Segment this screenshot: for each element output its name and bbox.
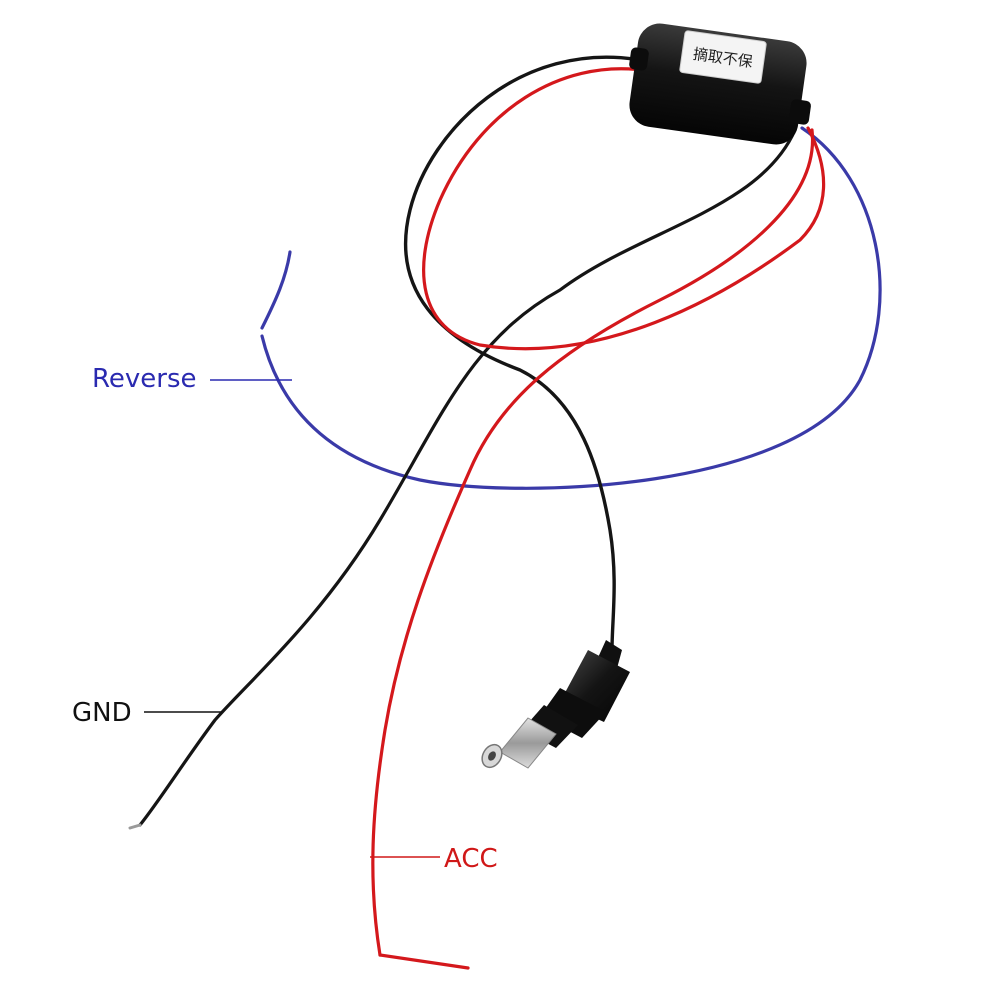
acc-label: ACC: [444, 844, 498, 874]
reverse-wire-tip: [260, 250, 292, 330]
acc-wire: [371, 128, 815, 957]
reverse-wire: [260, 126, 882, 490]
gnd-label: GND: [72, 698, 132, 728]
plug-cable: [404, 55, 642, 652]
filter-module-icon: 摘取不保: [629, 23, 811, 145]
gnd-wire: [138, 128, 797, 827]
acc-wire-tip: [378, 953, 470, 970]
reverse-label: Reverse: [92, 364, 197, 394]
gnd-wire-stripped-tip: [128, 823, 142, 830]
power-wire-loop: [422, 67, 826, 351]
dc-barrel-plug-icon: [481, 640, 630, 769]
